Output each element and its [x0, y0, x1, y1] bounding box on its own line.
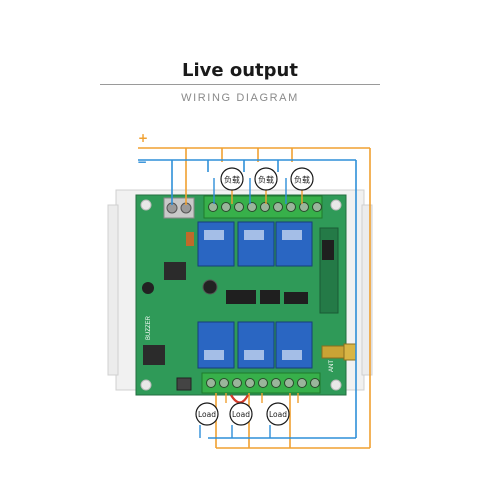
antenna-connector	[321, 345, 345, 359]
capacitor	[142, 282, 154, 294]
ic-chip	[226, 290, 256, 304]
buzzer-module	[143, 345, 165, 365]
buzzer-label: BUZZER	[146, 315, 152, 340]
jumper-loop	[230, 394, 249, 404]
top-load-1: 负载	[220, 167, 244, 191]
relay	[275, 321, 313, 369]
mount-hole	[140, 379, 152, 391]
negative-symbol: −	[137, 155, 147, 169]
page-subtitle: WIRING DIAGRAM	[181, 92, 299, 104]
mounting-tab-right	[361, 204, 373, 376]
antenna-label: ANT	[329, 360, 335, 372]
bottom-load-2: Load	[229, 402, 253, 426]
top-load-3: 负载	[290, 167, 314, 191]
top-load-wires-blue	[213, 178, 287, 204]
bottom-load-wires	[225, 393, 299, 403]
bottom-load-label: Load	[198, 410, 216, 419]
top-terminal-screws	[208, 202, 322, 212]
mount-hole	[330, 379, 342, 391]
mounting-tab-left	[107, 204, 119, 376]
top-load-2: 负载	[254, 167, 278, 191]
top-load-label: 负载	[258, 175, 274, 185]
voltage-regulator	[164, 262, 186, 280]
relays-bottom	[197, 321, 313, 369]
relay	[275, 221, 313, 267]
bottom-load-label: Load	[269, 410, 287, 419]
bottom-terminal-screws	[206, 378, 320, 388]
title-divider	[100, 84, 380, 85]
bottom-load-1: Load	[195, 402, 219, 426]
rf-crystal	[322, 240, 334, 260]
bottom-load-3: Load	[266, 402, 290, 426]
fuse	[186, 232, 194, 246]
positive-rail	[138, 147, 371, 449]
page-title: Live output	[182, 60, 298, 81]
bottom-load-label: Load	[232, 410, 250, 419]
learn-button[interactable]	[176, 377, 192, 391]
top-load-label: 负载	[224, 175, 240, 185]
relay	[197, 221, 235, 267]
relay	[237, 221, 275, 267]
mount-hole	[330, 199, 342, 211]
capacitor	[202, 279, 218, 295]
mount-hole	[140, 199, 152, 211]
ic-chip	[260, 290, 280, 304]
positive-symbol: +	[138, 131, 148, 145]
top-load-label: 负载	[294, 175, 310, 185]
relays-top	[197, 221, 313, 267]
relay	[237, 321, 275, 369]
bottom-load-wires-blue	[199, 425, 271, 438]
relay	[197, 321, 235, 369]
ic-chip	[284, 292, 308, 304]
